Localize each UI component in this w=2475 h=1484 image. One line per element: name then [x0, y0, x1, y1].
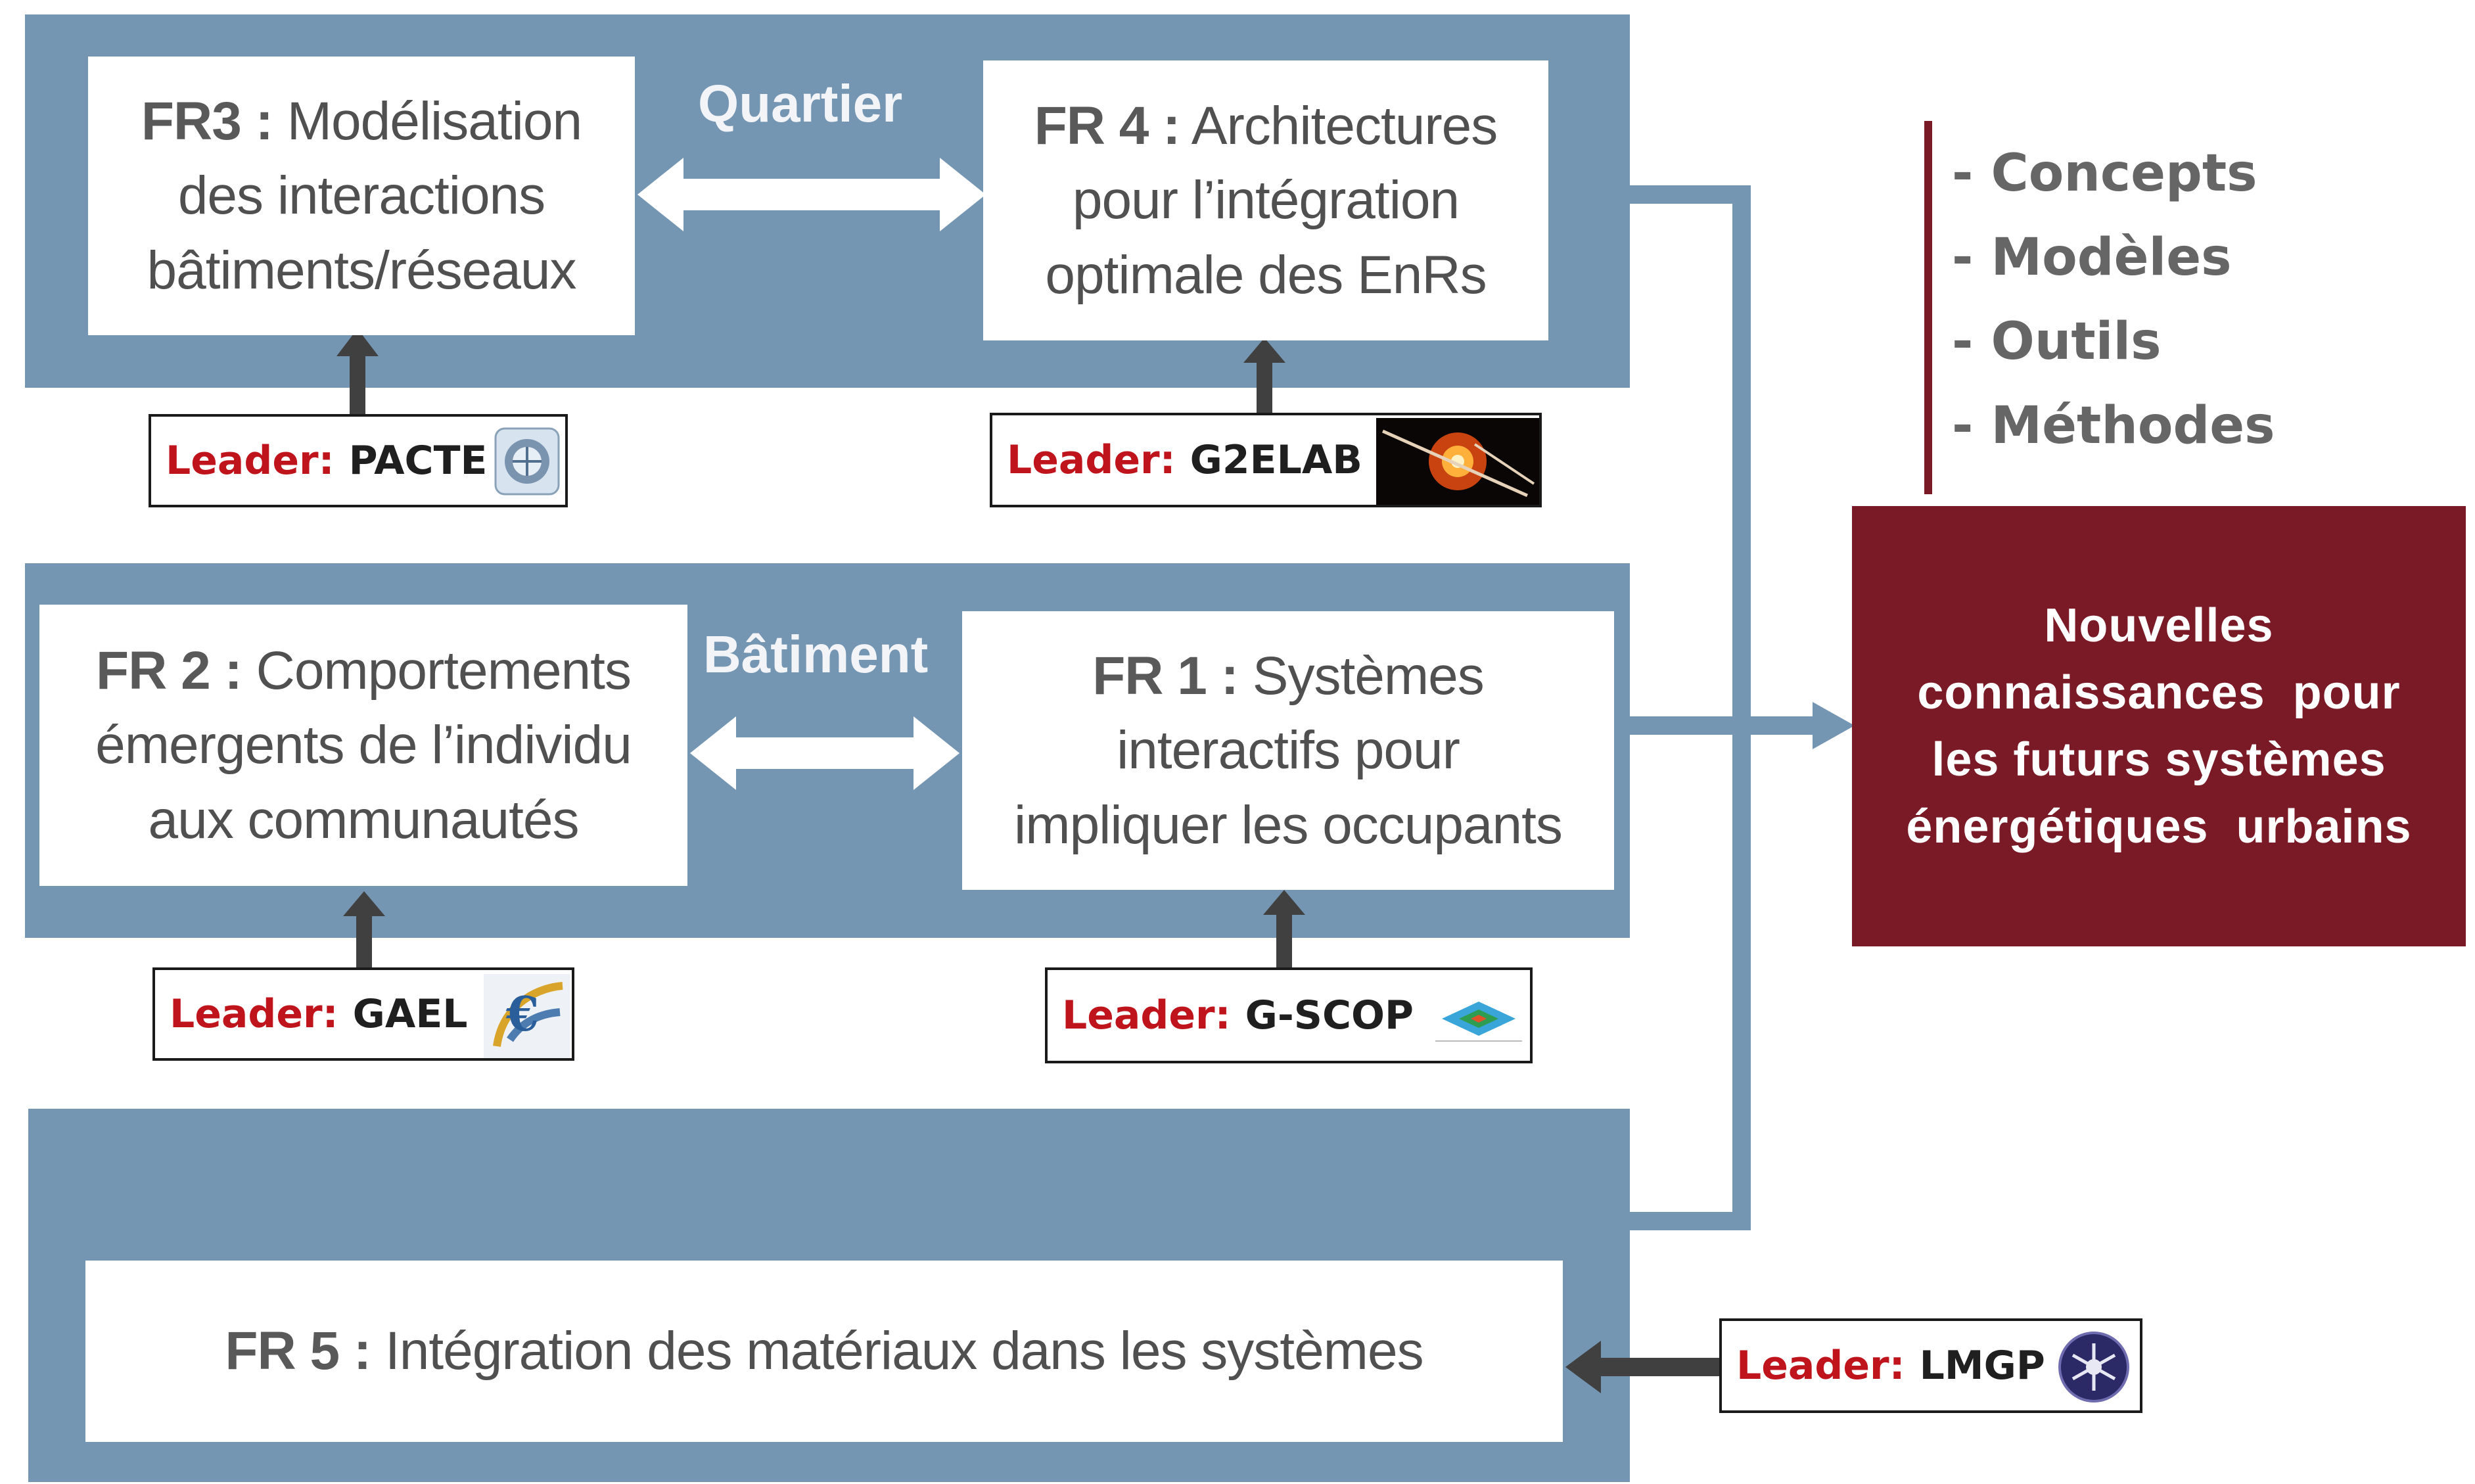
leader-g2elab-name: G2ELAB — [1190, 437, 1363, 483]
pacte-logo-icon — [494, 427, 560, 496]
fr5-line1: Intégration des matériaux dans les systè… — [385, 1321, 1424, 1381]
fr4-box: FR 4 : Architectures pour l’intégration … — [983, 60, 1548, 340]
fr1-line3: impliquer les occupants — [1014, 795, 1563, 855]
leader-gael-name: GAEL — [352, 991, 468, 1037]
arrow-gael — [343, 891, 385, 973]
result-line1: Nouvelles — [2044, 599, 2274, 652]
leader-g2elab-prefix: Leader: — [1007, 437, 1176, 483]
double-arrow-quartier — [637, 158, 986, 231]
outputs-list: - Concepts - Modèles - Outils - Méthodes — [1952, 131, 2275, 468]
gael-logo-icon: € — [484, 974, 570, 1058]
leader-lmgp-prefix: Leader: — [1736, 1343, 1905, 1389]
leader-gscop-prefix: Leader: — [1062, 992, 1231, 1038]
arrow-pacte — [336, 329, 379, 415]
fr5-box: FR 5 : Intégration des matériaux dans le… — [85, 1261, 1563, 1442]
arrow-lmgp — [1565, 1341, 1719, 1393]
fr2-line3: aux communautés — [148, 789, 579, 850]
arrow-gscop — [1263, 890, 1305, 974]
level-label-batiment: Bâtiment — [703, 625, 929, 684]
arrow-g2elab — [1243, 338, 1285, 415]
fr4-code: FR 4 : — [1034, 96, 1181, 156]
double-arrow-batiment — [690, 716, 960, 790]
leader-gael: Leader: GAEL € — [152, 967, 574, 1061]
fr3-line2: des interactions — [177, 166, 545, 226]
connector-arrow-head — [1813, 702, 1855, 749]
fr4-line2: pour l’intégration — [1072, 170, 1460, 231]
fr1-code: FR 1 : — [1092, 646, 1239, 707]
leader-lmgp: Leader: LMGP — [1719, 1318, 2142, 1413]
output-item-methodes: - Méthodes — [1952, 396, 2275, 455]
result-line3: les futurs systèmes — [1931, 733, 2386, 786]
fr4-line1: Architectures — [1191, 96, 1498, 156]
fr1-box: FR 1 : Systèmes interactifs pour impliqu… — [962, 611, 1614, 890]
fr1-line1: Systèmes — [1252, 646, 1485, 707]
leader-pacte-name: PACTE — [348, 438, 488, 484]
fr2-line1: Comportements — [256, 641, 632, 701]
leader-lmgp-name: LMGP — [1919, 1343, 2045, 1389]
leader-g2elab: Leader: G2ELAB — [990, 413, 1542, 507]
fr5-code: FR 5 : — [225, 1321, 371, 1381]
fr2-line2: émergents de l’individu — [95, 715, 632, 776]
leader-pacte-prefix: Leader: — [166, 438, 335, 484]
result-box: Nouvelles connaissances pour les futurs … — [1852, 506, 2466, 946]
result-line2: connaissances pour — [1917, 666, 2401, 719]
svg-text:€: € — [505, 986, 539, 1042]
leader-gael-prefix: Leader: — [170, 991, 338, 1037]
connector-quartier — [1630, 185, 1751, 1230]
fr3-line3: bâtiments/réseaux — [147, 240, 576, 300]
lmgp-logo-icon — [2058, 1332, 2129, 1403]
leader-gscop-name: G-SCOP — [1245, 992, 1414, 1038]
fr3-code: FR3 : — [141, 91, 273, 152]
fr1-line2: interactifs pour — [1117, 720, 1460, 781]
output-item-modeles: - Modèles — [1952, 228, 2232, 287]
fr3-line1: Modélisation — [287, 91, 582, 152]
fr2-box: FR 2 : Comportements émergents de l’indi… — [39, 605, 687, 886]
g2elab-logo-icon — [1376, 418, 1539, 505]
output-item-concepts: - Concepts — [1952, 144, 2257, 203]
fr3-box: FR3 : Modélisation des interactions bâti… — [88, 57, 635, 335]
leader-gscop: Leader: G-SCOP — [1045, 967, 1533, 1063]
gscop-logo-icon — [1429, 975, 1529, 1059]
leader-pacte: Leader: PACTE — [149, 414, 568, 507]
fr2-code: FR 2 : — [96, 641, 243, 701]
output-item-outils: - Outils — [1952, 312, 2162, 371]
level-label-quartier: Quartier — [698, 74, 903, 133]
fr4-line3: optimale des EnRs — [1045, 244, 1487, 305]
result-line4: énergétiques urbains — [1906, 800, 2412, 854]
